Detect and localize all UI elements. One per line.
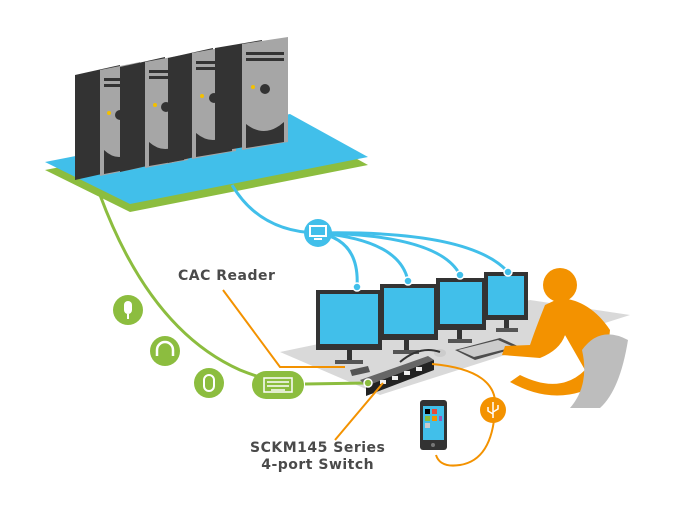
peripheral-cable xyxy=(98,194,291,386)
cac-leader xyxy=(222,289,345,368)
monitor xyxy=(316,290,382,364)
monitor-icon xyxy=(304,219,332,247)
server-rack xyxy=(75,37,288,180)
monitor xyxy=(436,278,486,343)
kvm-switch xyxy=(360,356,434,396)
microphone-icon xyxy=(113,295,143,325)
peripheral-cable xyxy=(304,381,369,386)
keyboard-icon xyxy=(252,371,304,399)
chair xyxy=(570,334,628,408)
switch-leader xyxy=(334,382,384,441)
user-figure xyxy=(502,268,610,396)
smartphone xyxy=(420,400,447,450)
headphones-icon xyxy=(150,336,180,366)
cac-reader-label: CAC Reader xyxy=(178,268,276,284)
cac-reader xyxy=(350,366,370,376)
switch-label-line1: SCKM145 Series xyxy=(250,440,386,456)
tower-server xyxy=(215,37,288,152)
usb-icon xyxy=(480,397,506,423)
monitor xyxy=(380,284,438,354)
switch-label: SCKM145 Series 4-port Switch xyxy=(250,440,385,474)
mouse-icon xyxy=(194,368,224,398)
switch-label-line2: 4-port Switch xyxy=(261,457,375,473)
monitor xyxy=(484,272,528,332)
monitor-array xyxy=(316,267,528,364)
usb-cable xyxy=(431,363,497,467)
